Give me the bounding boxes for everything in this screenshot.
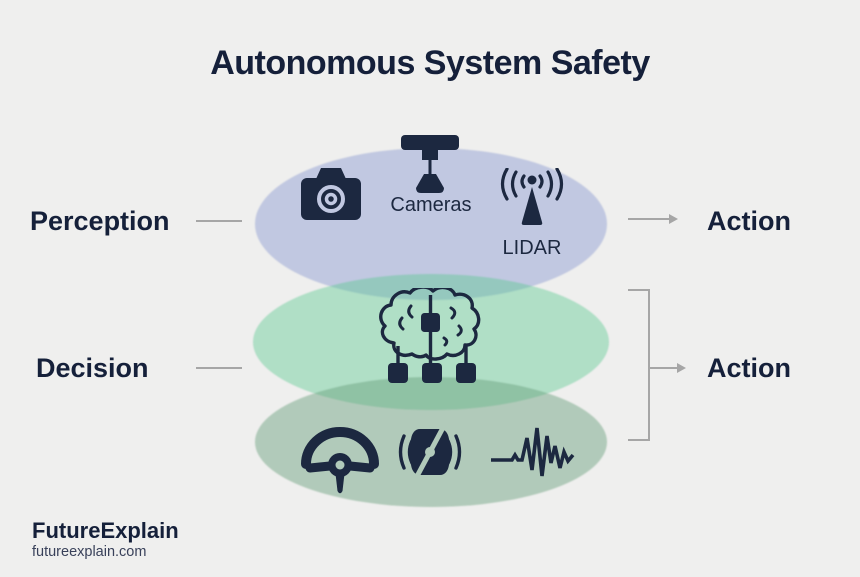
brand-name: FutureExplain (32, 518, 179, 543)
seismic-wave-icon (491, 427, 575, 477)
brand-site: futureexplain.com (32, 544, 147, 560)
decision-connector-line (196, 367, 242, 369)
perception-label: Perception (30, 206, 170, 236)
perception-action-arrow-line (628, 218, 670, 220)
decision-label: Decision (36, 353, 149, 383)
photo-camera-icon (301, 168, 361, 220)
surveillance-camera-icon (401, 135, 459, 193)
page-title: Autonomous System Safety (210, 44, 650, 82)
brain-network-icon (379, 288, 481, 383)
lidar-caption: LIDAR (502, 237, 562, 259)
lidar-icon (500, 168, 564, 225)
cameras-caption: Cameras (390, 194, 472, 216)
perception-connector-line (196, 220, 242, 222)
brand-block: FutureExplain futureexplain.com (32, 518, 179, 561)
steering-wheel-icon (301, 427, 379, 494)
brake-alert-icon (398, 429, 462, 475)
bracket-top-stub (628, 289, 650, 291)
action-label-top: Action (707, 206, 791, 236)
perception-action-arrowhead-icon (669, 214, 678, 224)
action-label-middle: Action (707, 353, 791, 383)
bracket-vertical-line (648, 289, 650, 441)
bracket-action-arrowhead-icon (677, 363, 686, 373)
bracket-bottom-stub (628, 439, 650, 441)
bracket-action-arrow-line (650, 367, 678, 369)
